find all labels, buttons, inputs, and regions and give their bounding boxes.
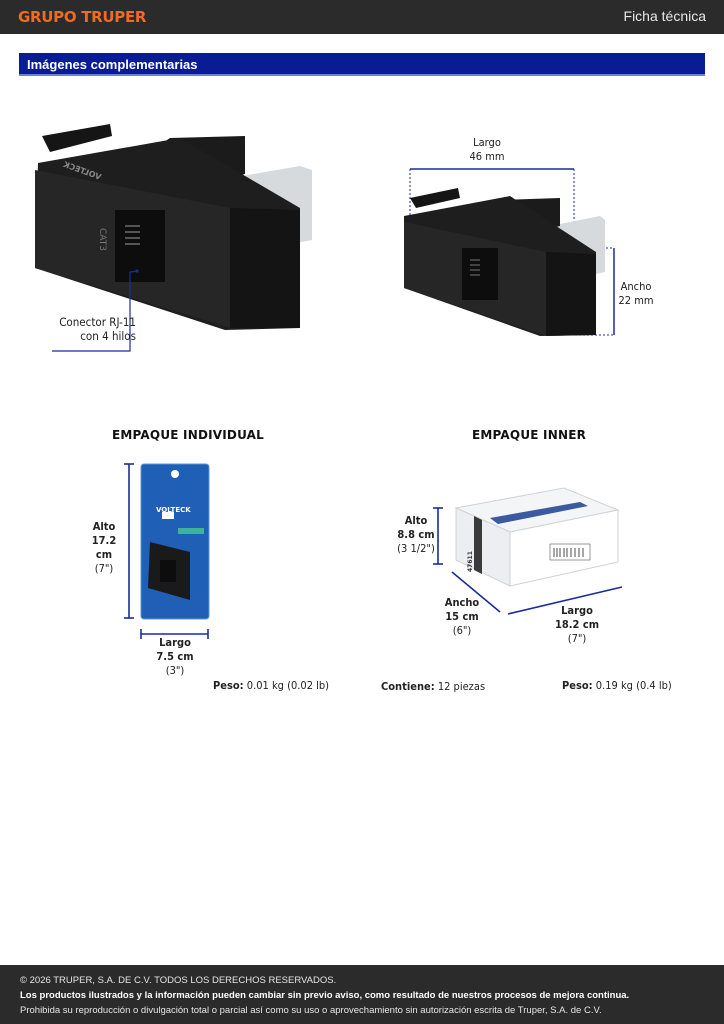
box-barcode-label <box>549 543 591 561</box>
connector-image-large: CAT3 VOLTECK <box>35 124 312 352</box>
inner-weight: Peso: 0.19 kg (0.4 lb) <box>562 679 672 692</box>
individual-weight: Peso: 0.01 kg (0.02 lb) <box>213 679 330 692</box>
inner-ancho-dimension-line <box>451 571 501 613</box>
pointer-dot <box>135 269 139 273</box>
footer-prohibition: Prohibida su reproducción o divulgación … <box>20 1005 602 1016</box>
hang-hole <box>171 470 179 478</box>
inner-largo-dimension-line <box>507 586 623 615</box>
individual-alto-label: Alto 17.2 cm (7") <box>91 520 117 575</box>
rj11-jack-small <box>462 248 498 300</box>
rj11-jack <box>115 210 165 282</box>
connector-callout-line <box>52 270 138 352</box>
inner-alto-label: Alto 8.8 cm (3 1/2") <box>397 514 435 555</box>
brand-logo: GRUPO TRUPER <box>18 8 147 26</box>
individual-pack-title: EMPAQUE INDIVIDUAL <box>112 428 264 442</box>
connector-label-line1: Conector RJ-11 <box>59 315 136 329</box>
ancho-label: Ancho 22 mm <box>618 280 654 307</box>
box-code: 47611 <box>467 551 474 572</box>
connector-image-dimensions <box>404 168 615 336</box>
barcode-icon <box>553 548 584 557</box>
individual-largo-label: Largo 7.5 cm (3") <box>156 636 194 677</box>
document-type: Ficha técnica <box>623 8 706 24</box>
connector-label-line2: con 4 hilos <box>80 329 136 343</box>
top-header: GRUPO TRUPER Ficha técnica <box>0 0 724 34</box>
individual-pack-image: VOLTECK <box>124 463 210 639</box>
largo-label: Largo 46 mm <box>469 136 505 163</box>
footer: © 2026 TRUPER, S.A. DE C.V. TODOS LOS DE… <box>0 965 724 1024</box>
connector-side-face <box>230 208 300 328</box>
inner-pack-title: EMPAQUE INNER <box>472 428 587 442</box>
footer-copyright: © 2026 TRUPER, S.A. DE C.V. TODOS LOS DE… <box>20 975 337 986</box>
section-title: Imágenes complementarias <box>27 57 198 72</box>
pack-brand-text: VOLTECK <box>156 506 191 514</box>
connector-clip <box>42 124 112 152</box>
box-stripe <box>490 502 588 524</box>
blister-pack <box>141 464 209 619</box>
inner-ancho-label: Ancho 15 cm (6") <box>444 596 480 637</box>
connector-callout-label: Conector RJ-11 con 4 hilos <box>46 315 136 343</box>
inner-contents: Contiene: 12 piezas <box>381 680 486 693</box>
footer-notice: Los productos ilustrados y la informació… <box>20 990 630 1001</box>
jack-contacts <box>125 225 140 245</box>
jack-cat-text: CAT3 <box>97 228 107 251</box>
section-title-bar: Imágenes complementarias <box>19 53 705 76</box>
inner-largo-label: Largo 18.2 cm (7") <box>554 604 600 645</box>
inner-box-image: 47611 <box>433 487 623 615</box>
